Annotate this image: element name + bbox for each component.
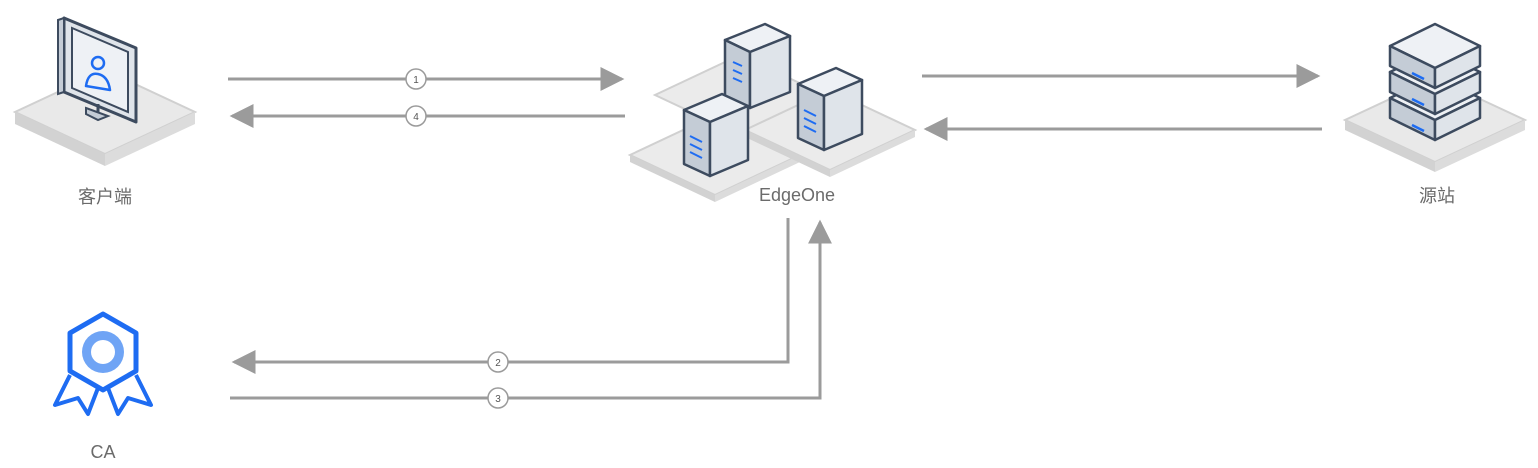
step-badge-label: 3 [495, 394, 501, 405]
step-badge-label: 2 [495, 358, 501, 369]
ca-node [53, 311, 153, 416]
user-icon [90, 55, 106, 71]
certificate-badge-icon [53, 311, 153, 416]
step-badge-label: 1 [413, 75, 419, 86]
step-badge: 1 [405, 68, 427, 90]
edgeone-label: EdgeOne [758, 185, 836, 205]
step-badge: 4 [405, 105, 427, 127]
origin-label: 源站 [1419, 186, 1455, 206]
step-badge: 3 [487, 387, 509, 409]
server-icon [682, 92, 750, 178]
server-icon [796, 66, 864, 152]
database-server-icon [1388, 22, 1482, 142]
monitor-icon [57, 16, 138, 124]
server-icon [723, 22, 792, 110]
origin-node [1342, 22, 1528, 172]
step-badge-label: 4 [413, 112, 419, 123]
ca-label: CA [90, 442, 116, 462]
arrow-step-3 [230, 219, 832, 400]
step-badge: 2 [487, 351, 509, 373]
edgeone-node [627, 22, 918, 202]
client-node [12, 16, 198, 166]
arrow-step-2 [231, 218, 790, 374]
client-label: 客户端 [78, 187, 132, 207]
